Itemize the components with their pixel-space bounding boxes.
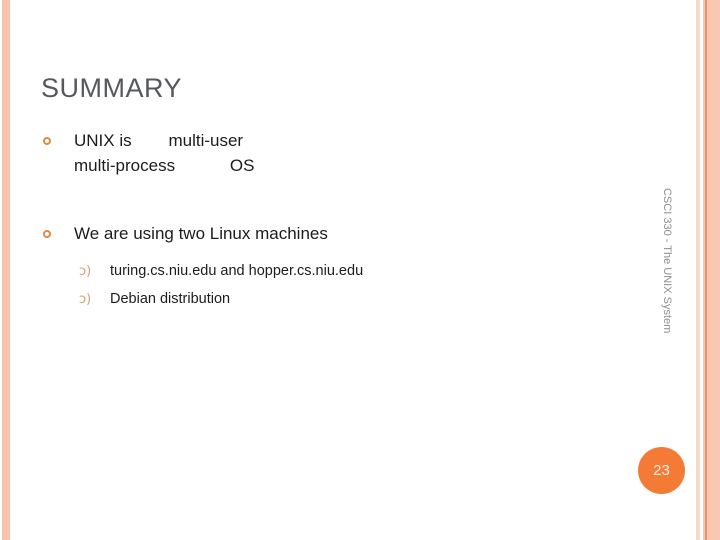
sub-bullet-item-2: ↄ) Debian distribution bbox=[41, 288, 641, 311]
bullet-item-2: We are using two Linux machines bbox=[41, 221, 641, 246]
bullet-item-1: UNIX is multi-user bbox=[41, 128, 641, 153]
body-spacer bbox=[41, 178, 641, 221]
bullet-item-1-line1: UNIX is multi-user bbox=[74, 131, 244, 150]
sub-bullet-item-1-label: turing.cs.niu.edu and hopper.cs.niu.edu bbox=[110, 263, 364, 279]
bullet-item-1-line2: multi-process OS bbox=[74, 156, 255, 175]
ring-bullet-icon bbox=[43, 129, 59, 153]
page-number-badge: 23 bbox=[638, 447, 685, 494]
bullet-item-2-line1: We are using two Linux machines bbox=[74, 224, 328, 243]
slide-body: UNIX is multi-user multi-process OS We a… bbox=[41, 128, 641, 311]
vertical-course-caption: CSCI 330 - The UNIX System bbox=[661, 188, 673, 334]
left-accent-band bbox=[2, 0, 10, 540]
scroll-bullet-icon: ↄ) bbox=[79, 264, 92, 279]
page-number-label: 23 bbox=[653, 462, 670, 479]
scroll-bullet-icon: ↄ) bbox=[79, 292, 92, 307]
ring-bullet-icon bbox=[43, 222, 59, 246]
right-accent-band-outer bbox=[696, 0, 700, 540]
right-accent-band-mid bbox=[703, 0, 705, 540]
body-spacer bbox=[41, 246, 641, 255]
sub-bullet-item-1: ↄ) turing.cs.niu.edu and hopper.cs.niu.e… bbox=[41, 260, 641, 283]
sub-bullet-item-2-label: Debian distribution bbox=[110, 291, 231, 307]
right-accent-band-wide bbox=[707, 0, 720, 540]
page-title: SUMMARY bbox=[41, 73, 183, 103]
right-accent-band-line bbox=[705, 0, 707, 540]
